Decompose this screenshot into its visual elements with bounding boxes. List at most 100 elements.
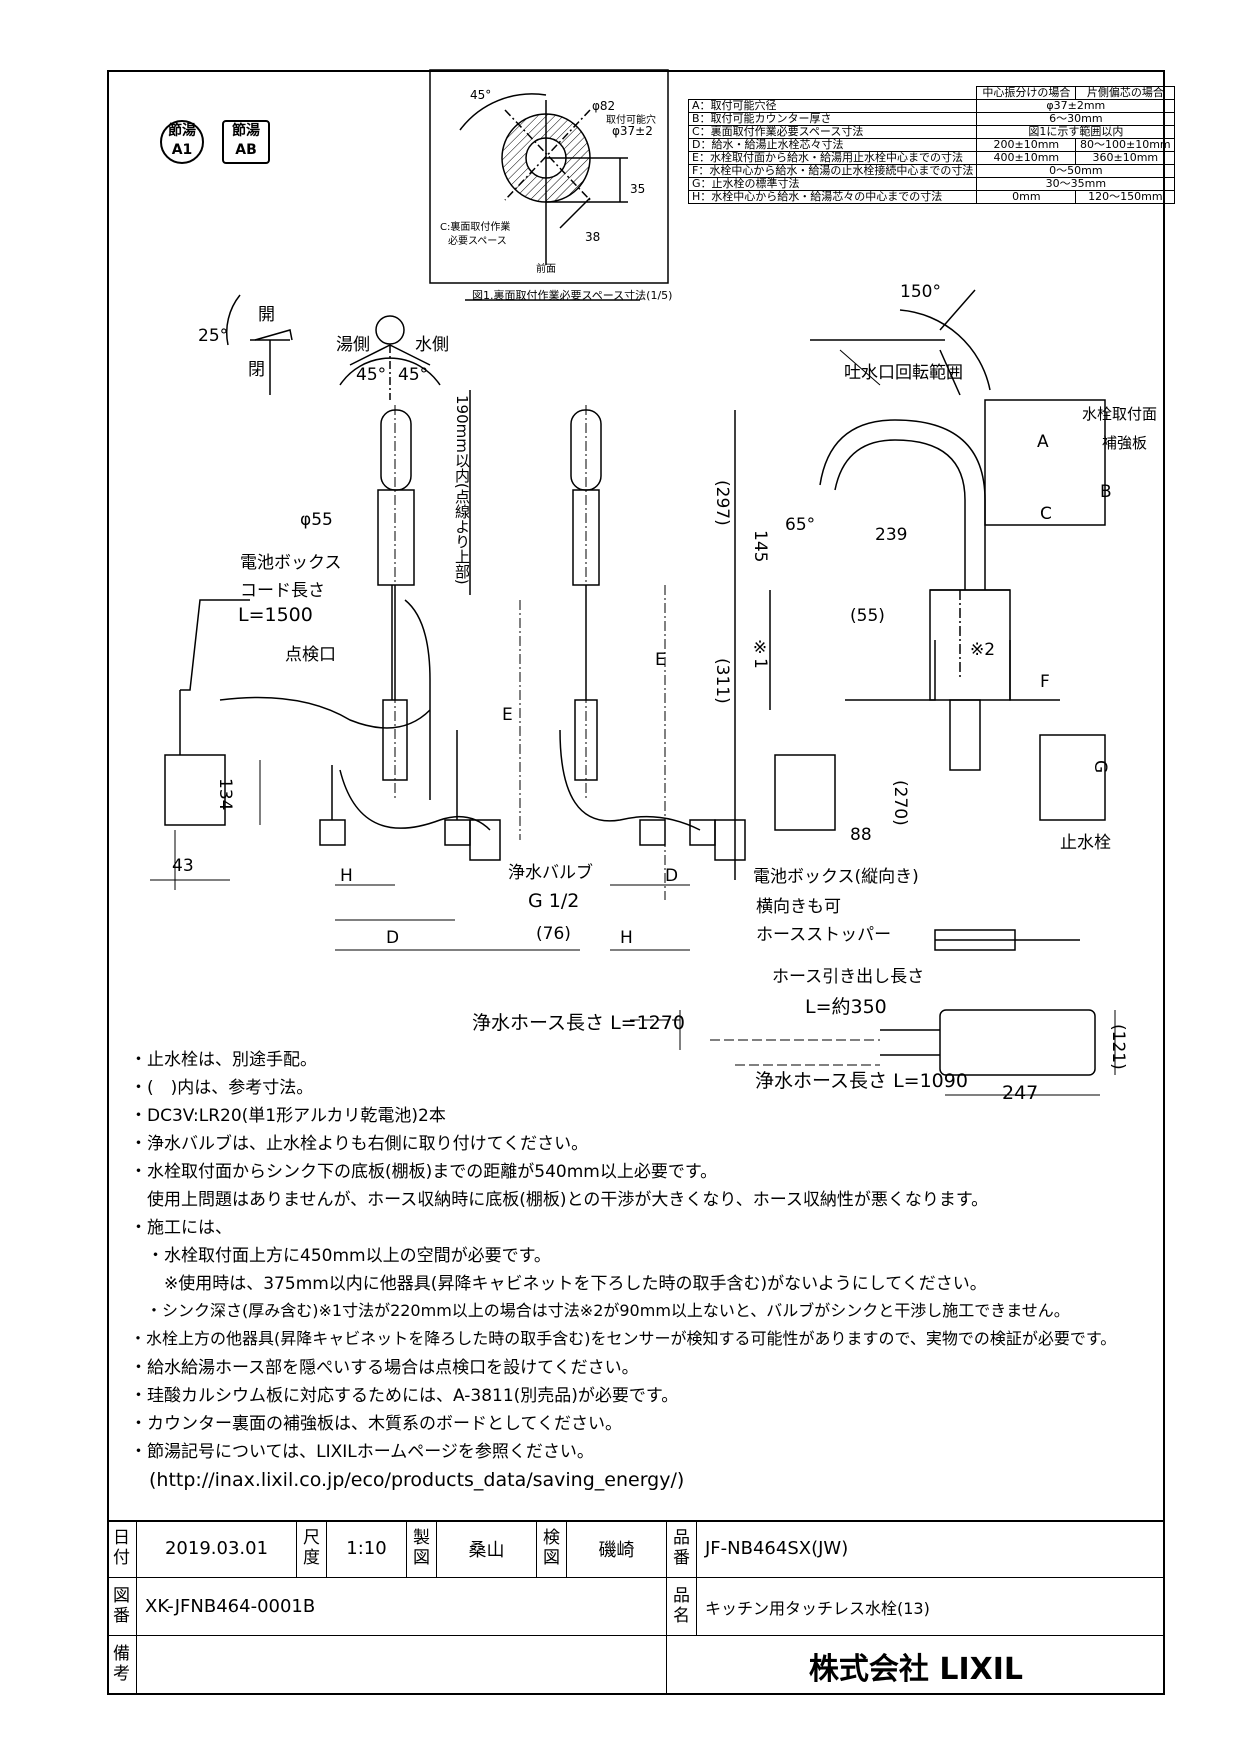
note-line: ・カウンター裏面の補強板は、木質系のボードとしてください。 <box>130 1414 622 1434</box>
fig1-dia82: φ82 <box>592 99 616 113</box>
spec-label: D：給水・給湯止水栓芯々寸法 <box>687 138 978 152</box>
dimension-lines-left <box>150 760 580 951</box>
fig1-front: 前面 <box>536 264 556 275</box>
dimension-lines-middle <box>610 884 690 1050</box>
label-cord-L: L=1500 <box>238 604 313 626</box>
date-value: 2019.03.01 <box>137 1520 297 1578</box>
checked-label: 検図 <box>537 1520 567 1578</box>
label-d76: (76) <box>536 924 571 944</box>
label-d239: 239 <box>875 525 908 545</box>
label-d134: 134 <box>215 778 235 811</box>
figure1-hole-diagram <box>459 93 628 265</box>
label-hose-stopper: ホースストッパー <box>756 925 892 945</box>
label-spout-range: 吐水口回転範囲 <box>844 363 963 383</box>
label-open: 開 <box>258 305 275 325</box>
faucet-left <box>319 390 521 861</box>
note-line: ・施工には、 <box>130 1218 232 1238</box>
label-angle45-left: 45° <box>356 365 387 385</box>
label-D-middle: D <box>665 866 679 886</box>
label-hose-1090: 浄水ホース長さ L=1090 <box>755 1070 968 1092</box>
company-name: 株式会社 LIXIL <box>808 1651 1024 1687</box>
fig1-caption: 図1.裏面取付作業必要スペース寸法(1/5) <box>472 289 673 302</box>
label-filter-valve: 浄水バルブ <box>508 863 593 883</box>
note-line: ・( )内は、参考寸法。 <box>130 1078 314 1098</box>
spec-value-offset: 80〜100±10mm <box>1075 138 1176 152</box>
label-C: C <box>1040 504 1052 524</box>
label-d297: (297) <box>712 480 732 526</box>
fig1-d35: 35 <box>630 182 646 196</box>
faucet-side-elevation <box>734 399 1106 951</box>
spec-value: 0〜50mm <box>976 164 1176 178</box>
label-hose-pull-L: L=約350 <box>805 996 887 1018</box>
hose-leader-lines <box>630 1019 880 1066</box>
spec-header-row: 中心振分けの場合 片側偏芯の場合 <box>689 86 1176 100</box>
label-d88: 88 <box>850 825 872 845</box>
note-line: ・給水給湯ホース部を隠ぺいする場合は点検口を設けてください。 <box>130 1358 639 1378</box>
note-line: ・水栓取付面からシンク下の底板(棚板)までの距離が540mm以上必要です。 <box>130 1162 718 1182</box>
label-d55: φ55 <box>300 510 333 530</box>
part-value: JF-NB464SX(JW) <box>697 1520 1165 1578</box>
label-d121: (121) <box>1108 1024 1128 1070</box>
label-close: 閉 <box>248 360 265 380</box>
label-d145: 145 <box>750 530 770 563</box>
badge-a1-top: 節湯 <box>168 123 196 139</box>
drawn-value: 桑山 <box>437 1520 537 1578</box>
handle-rotation-sketch <box>339 315 441 400</box>
note-line: ・節湯記号については、LIXILホームページを参照ください。 <box>130 1442 594 1462</box>
fig1-hole-dia: φ37±2 <box>612 124 653 138</box>
label-d43: 43 <box>172 856 194 876</box>
spec-label: A：取付可能穴径 <box>687 99 978 113</box>
fig1-space-label-1: C:裏面取付作業 <box>440 222 511 233</box>
drawing-label: 図番 <box>107 1578 137 1636</box>
spec-value-offset: 120〜150mm <box>1075 190 1176 204</box>
spec-label: E：水栓取付面から給水・給湯用止水栓中心までの寸法 <box>687 151 978 165</box>
spec-value-center: 0mm <box>976 190 1077 204</box>
drawn-label: 製図 <box>407 1520 437 1578</box>
drawing-value: XK-JFNB464-0001B <box>137 1578 667 1636</box>
note-line: ・水栓上方の他器具(昇降キャビネットを降ろした時の取手含む)をセンサーが検知する… <box>130 1329 1117 1348</box>
label-D-left: D <box>386 928 400 948</box>
date-label: 日付 <box>107 1520 137 1578</box>
label-box-vertical: 電池ボックス(縦向き) <box>753 867 919 887</box>
note-line: ・浄水バルブは、止水栓よりも右側に取り付けてください。 <box>130 1134 589 1154</box>
note-line: ・水栓取付面上方に450mm以上の空間が必要です。 <box>130 1246 551 1266</box>
note-line: ・シンク深さ(厚み含む)※1寸法が220mm以上の場合は寸法※2が90mm以上な… <box>130 1301 1070 1320</box>
faucet-middle <box>559 405 746 900</box>
label-d270: (270) <box>890 780 910 826</box>
name-label: 品名 <box>667 1578 697 1636</box>
label-stop-valve: 止水栓 <box>1060 833 1111 853</box>
remarks-label: 備考 <box>107 1636 137 1695</box>
filter-cartridge <box>880 1009 1116 1096</box>
label-box-horizontal: 横向きも可 <box>756 897 841 917</box>
name-value: キッチン用タッチレス水栓(13) <box>697 1578 1165 1636</box>
checked-value: 磯崎 <box>567 1520 667 1578</box>
lever-angle-sketch <box>225 294 293 395</box>
note-line: ・珪酸カルシウム板に対応するためには、A-3811(別売品)が必要です。 <box>130 1386 679 1406</box>
label-E-left: E <box>502 705 513 725</box>
label-hot-side: 湯側 <box>336 335 370 355</box>
note-line: ・止水栓は、別途手配。 <box>130 1050 317 1070</box>
note-line: ※使用時は、375mm以内に他器具(昇降キャビネットを下ろした時の取手含む)がな… <box>130 1274 987 1294</box>
drawing-frame <box>107 70 1165 1695</box>
label-s1: ※1 <box>750 638 770 669</box>
label-angle45-right: 45° <box>398 365 429 385</box>
scale-value: 1:10 <box>327 1520 407 1578</box>
label-s2: ※2 <box>970 640 996 660</box>
label-E-middle: E <box>655 650 666 670</box>
label-190mm: 190mm以内(点線より上部) <box>453 395 471 585</box>
badge-ab-bottom: AB <box>235 142 257 158</box>
spout-rotation-view <box>810 289 991 396</box>
label-d247: 247 <box>1002 1082 1039 1104</box>
label-H-middle: H <box>620 928 633 948</box>
note-line: ・DC3V:LR20(単1形アルカリ乾電池)2本 <box>130 1106 446 1126</box>
part-label: 品番 <box>667 1520 697 1578</box>
label-battery-box: 電池ボックス <box>240 553 342 573</box>
